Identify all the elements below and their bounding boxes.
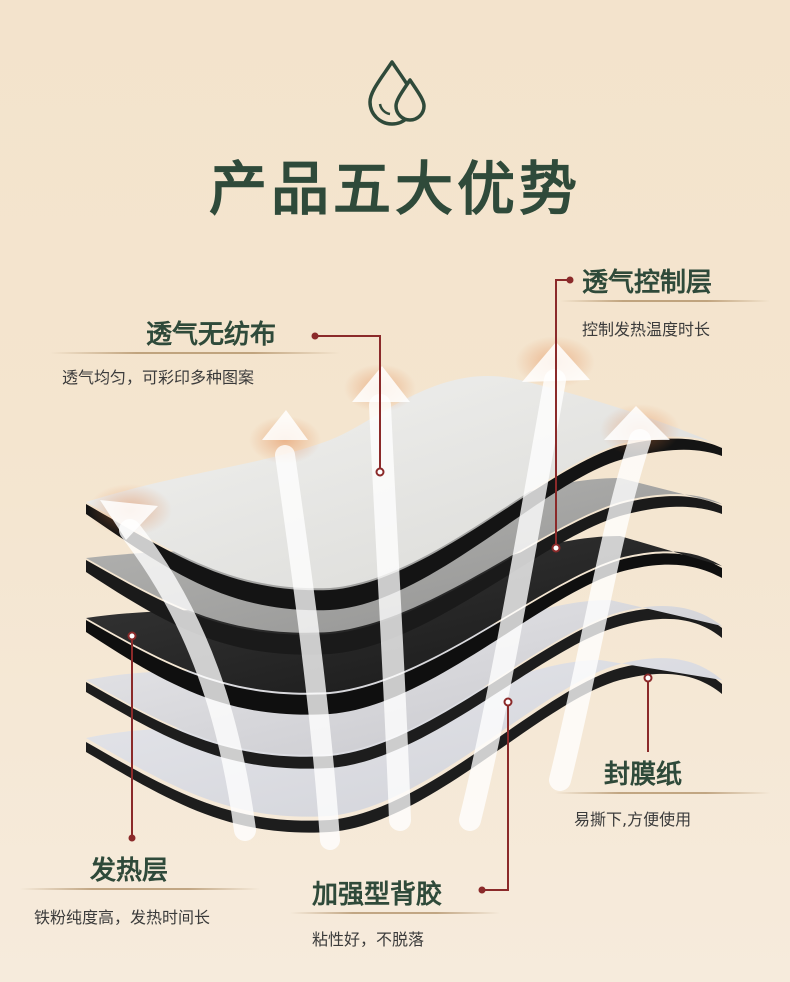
layer-heating-edge: [86, 553, 722, 715]
label-breathable-control: 透气控制层: [582, 268, 713, 298]
layer-control-edge: [86, 496, 722, 655]
divider: [20, 888, 260, 890]
water-drops-icon: [368, 60, 426, 126]
divider: [560, 300, 770, 302]
desc-breathable-nonwoven: 透气均匀，可彩印多种图案: [62, 368, 255, 387]
divider: [50, 352, 340, 354]
leader-dots: [127, 467, 653, 707]
label-release-film: 封膜纸: [604, 760, 683, 790]
page-title: 产品五大优势: [208, 155, 581, 223]
label-breathable-nonwoven: 透气无纺布: [146, 320, 277, 350]
desc-heating: 铁粉纯度高，发热时间长: [34, 908, 211, 927]
desc-adhesive: 粘性好，不脱落: [312, 930, 425, 949]
label-heating: 发热层: [90, 856, 169, 886]
layer-nonwoven-edge: [86, 438, 722, 611]
divider: [290, 912, 500, 914]
layer-adhesive-sheet: [86, 662, 722, 833]
layer-nonwoven-face: [86, 375, 722, 589]
desc-breathable-control: 控制发热温度时长: [582, 320, 711, 339]
leader-lines: [131, 279, 649, 891]
desc-release-film: 易撕下,方便使用: [574, 810, 692, 829]
divider: [555, 792, 770, 794]
heat-arrows: [119, 369, 651, 850]
label-adhesive: 加强型背胶: [312, 880, 443, 910]
layer-release-film-edge: [86, 608, 722, 769]
